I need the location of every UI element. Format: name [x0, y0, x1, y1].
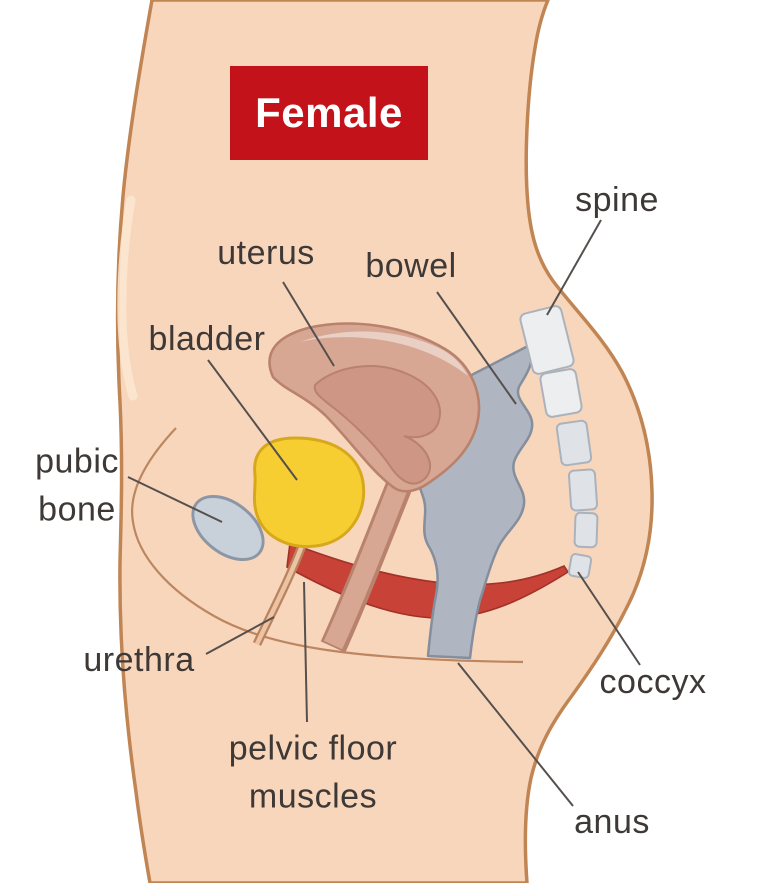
title-badge: Female	[230, 66, 428, 160]
uterus-top-highlight	[300, 331, 468, 376]
label-anus: anus	[574, 803, 650, 842]
uterus-cavity	[313, 365, 441, 485]
uterus-shape	[268, 322, 481, 493]
label-spine: spine	[575, 181, 659, 220]
label-bladder: bladder	[148, 320, 266, 359]
skin-highlight	[117, 195, 138, 401]
urethra-leader-line	[205, 616, 275, 655]
pubic-bone-leader-line	[127, 476, 223, 523]
bowel-leader-line	[436, 291, 517, 405]
urethra-tube	[252, 541, 308, 646]
uterus-leader-line	[282, 281, 335, 367]
leader-lines	[127, 219, 641, 807]
pubic-bone-shape	[191, 494, 265, 562]
label-bowel: bowel	[365, 247, 457, 286]
label-uterus: uterus	[217, 234, 315, 273]
coccyx-shape	[567, 553, 593, 579]
spine-leader-line	[546, 219, 602, 316]
bladder-leader-line	[207, 359, 298, 481]
label-pubic-bone: pubic bone	[35, 442, 119, 528]
label-pelvic-floor-muscles: pelvic floor muscles	[228, 729, 398, 815]
hip-crease-line	[131, 427, 215, 617]
label-urethra: urethra	[83, 641, 195, 680]
label-coccyx: coccyx	[599, 663, 707, 702]
spine-shape	[519, 305, 599, 579]
coccyx-leader-line	[577, 571, 641, 666]
anus-leader-line	[457, 662, 574, 807]
bladder-shape	[252, 436, 366, 549]
title-text: Female	[255, 89, 403, 136]
vagina-canal	[320, 468, 417, 653]
perineum-line	[213, 615, 524, 664]
pelvic-floor-leader-line	[303, 581, 308, 723]
